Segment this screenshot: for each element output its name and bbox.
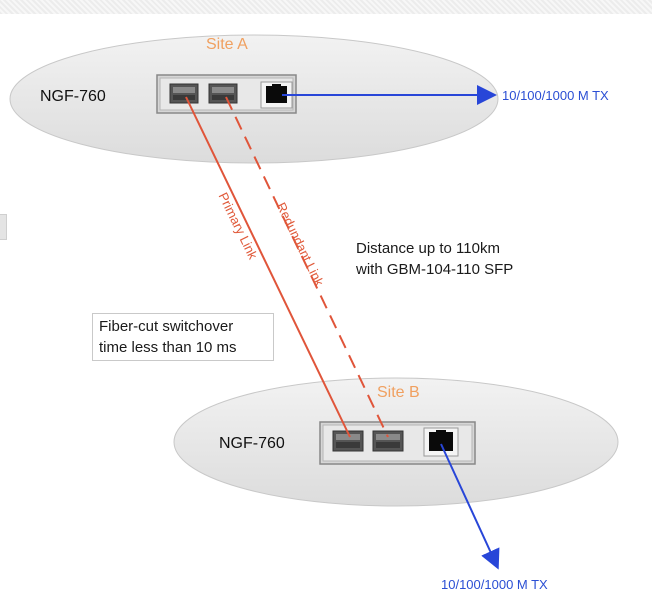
distance-note: Distance up to 110km with GBM-104-110 SF… [356, 240, 514, 278]
site-a-uplink-label: 10/100/1000 M TX [502, 88, 609, 103]
switchover-note: Fiber-cut switchover time less than 10 m… [92, 313, 274, 361]
top-band [0, 0, 652, 14]
left-edge-marker [0, 214, 7, 240]
sfp-port-a1-icon [169, 83, 199, 104]
primary-link-line [185, 96, 351, 438]
sfp-port-a2-icon [208, 83, 238, 104]
site-a-device-label: NGF-760 [40, 88, 106, 105]
sfp-port-b1-icon [332, 430, 364, 452]
sfp-port-b2-icon [372, 430, 404, 452]
rj45-port-b-icon [423, 427, 459, 457]
device-b [319, 421, 476, 465]
redundant-link-line [225, 96, 389, 438]
site-b-label: Site B [377, 384, 420, 401]
site-b-device-label: NGF-760 [219, 435, 285, 452]
site-b-uplink-label: 10/100/1000 M TX [441, 577, 548, 592]
site-a-label: Site A [206, 36, 248, 53]
uplink-arrow-b [440, 443, 500, 570]
device-a [156, 74, 297, 114]
